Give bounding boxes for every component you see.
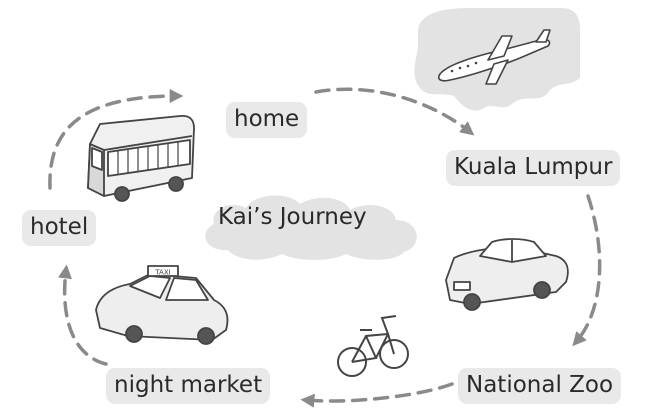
arrow-home-to-kuala-lumpur (314, 87, 475, 136)
stop-label-kuala-lumpur: Kuala Lumpur (446, 150, 621, 186)
car-icon (445, 238, 569, 311)
stop-label-national-zoo: National Zoo (458, 368, 622, 404)
stop-label-night-market: night market (106, 368, 271, 404)
taxi-icon: TAXI (95, 265, 229, 345)
center-cloud (205, 195, 417, 260)
arrow-kuala-lumpur-to-national-zoo (572, 194, 602, 347)
taxi-sign-text: TAXI (154, 269, 170, 277)
airplane-icon (414, 8, 580, 111)
arrow-hotel-to-home (48, 89, 184, 190)
arrow-night-market-to-hotel (58, 264, 108, 366)
arrow-national-zoo-to-night-market (300, 382, 454, 408)
stop-label-home: home (226, 102, 308, 138)
bicycle-icon (337, 315, 409, 377)
bus-icon (87, 115, 195, 202)
stop-label-hotel: hotel (22, 210, 97, 246)
diagram-title: Kai’s Journey (218, 204, 367, 230)
